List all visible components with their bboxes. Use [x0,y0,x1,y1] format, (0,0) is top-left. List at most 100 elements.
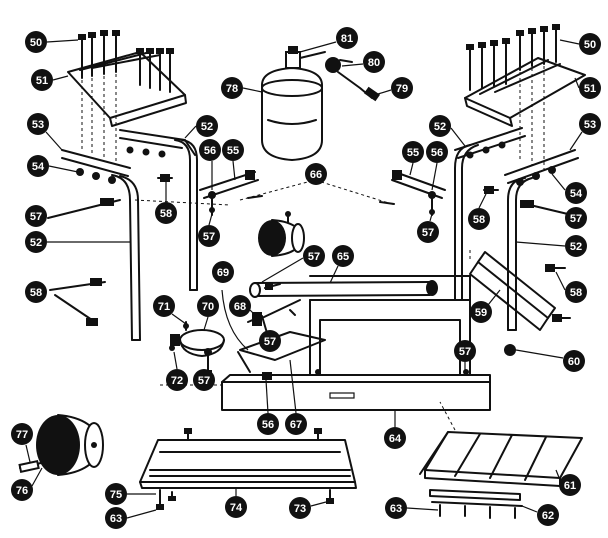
svg-text:55: 55 [227,145,239,157]
svg-text:74: 74 [230,502,243,514]
svg-text:58: 58 [570,287,582,299]
callout-57-clamp: 57 [193,369,215,391]
svg-text:61: 61 [564,480,576,492]
svg-text:56: 56 [204,145,216,157]
svg-text:57: 57 [30,211,42,223]
svg-text:57: 57 [422,227,434,239]
svg-text:52: 52 [570,241,582,253]
svg-text:63: 63 [110,513,122,525]
callout-57-right-a: 57 [565,207,587,229]
callout-58-left-b: 58 [25,281,47,303]
right-angle-bracket [469,250,556,331]
svg-text:50: 50 [584,39,596,51]
callout-50-right: 50 [559,33,601,55]
callout-57-left-a: 57 [25,205,47,227]
svg-text:67: 67 [290,419,302,431]
svg-text:77: 77 [16,429,28,441]
svg-text:58: 58 [473,214,485,226]
svg-text:60: 60 [568,356,580,368]
callout-56-left: 56 [199,139,221,190]
svg-text:79: 79 [396,83,408,95]
svg-text:55: 55 [407,147,419,159]
svg-text:58: 58 [30,287,42,299]
svg-text:53: 53 [584,119,596,131]
callout-58-right-b: 58 [555,271,587,303]
svg-text:53: 53 [32,119,44,131]
svg-text:75: 75 [110,489,122,501]
svg-text:52: 52 [201,121,213,133]
left-leg-bolts [47,174,231,326]
callout-56-bottom: 56 [257,379,279,435]
left-top-bracket-assembly [67,30,187,165]
callout-52-lower-right: 52 [515,235,587,257]
callout-58-left-a: 58 [155,182,177,224]
svg-text:62: 62 [542,510,554,522]
callout-54-right: 54 [551,173,587,204]
regulator-valve [325,57,381,102]
callout-77: 77 [11,423,33,463]
svg-text:57: 57 [308,251,320,263]
callout-79: 79 [377,77,413,99]
callout-59: 59 [470,289,501,323]
svg-text:65: 65 [337,251,349,263]
callout-52-upper-right: 52 [429,115,466,147]
callout-67: 67 [285,359,307,435]
callout-65: 65 [329,245,354,284]
callout-57-burner: 57 [259,330,281,352]
callout-64: 64 [384,410,406,449]
callout-55-left: 55 [222,139,244,181]
callout-57-right-c: 57 [454,340,476,372]
svg-text:63: 63 [390,503,402,515]
svg-text:57: 57 [570,213,582,225]
svg-text:68: 68 [234,301,246,313]
callout-53-right: 53 [569,113,601,151]
callout-69: 69 [212,261,234,283]
slatted-shelf [419,401,583,519]
callout-70: 70 [197,295,219,331]
callout-62: 62 [521,504,559,526]
callout-74: 74 [225,488,247,518]
callout-55-right: 55 [402,141,424,176]
svg-text:56: 56 [431,147,443,159]
callout-56-right: 56 [426,141,448,191]
svg-text:71: 71 [158,301,170,313]
callout-63-left: 63 [105,507,157,529]
svg-text:69: 69 [217,267,229,279]
svg-text:57: 57 [459,346,471,358]
callout-78: 78 [221,77,263,99]
svg-text:70: 70 [202,301,214,313]
callout-50-left: 50 [25,31,79,53]
svg-text:57: 57 [203,231,215,243]
callout-57-center: 57 [261,245,325,283]
right-top-bracket-assembly [464,24,586,170]
callout-76: 76 [11,467,43,501]
wheel [18,414,104,476]
callout-75: 75 [105,483,156,505]
callout-80: 80 [341,51,385,73]
cart-base [160,275,491,411]
callout-51-left: 51 [31,69,69,91]
svg-text:56: 56 [262,419,274,431]
svg-text:54: 54 [570,188,583,200]
right-legs [454,144,533,331]
callout-57-right-b: 57 [417,213,439,243]
callout-60: 60 [515,349,585,372]
propane-tank [261,46,326,162]
svg-text:78: 78 [226,83,238,95]
cross-rod [239,179,396,206]
svg-text:80: 80 [368,57,380,69]
callout-68: 68 [229,295,257,317]
svg-text:52: 52 [30,237,42,249]
left-cross-bracket [199,170,259,216]
callout-81: 81 [299,27,358,53]
callout-71: 71 [153,295,187,325]
callout-53-left: 53 [27,113,63,151]
svg-text:58: 58 [160,208,172,220]
svg-text:73: 73 [294,503,306,515]
right-cross-bracket [391,170,446,216]
svg-text:57: 57 [264,336,276,348]
callout-58-right-a: 58 [468,193,490,230]
center-rail [249,280,438,298]
svg-text:76: 76 [16,485,28,497]
